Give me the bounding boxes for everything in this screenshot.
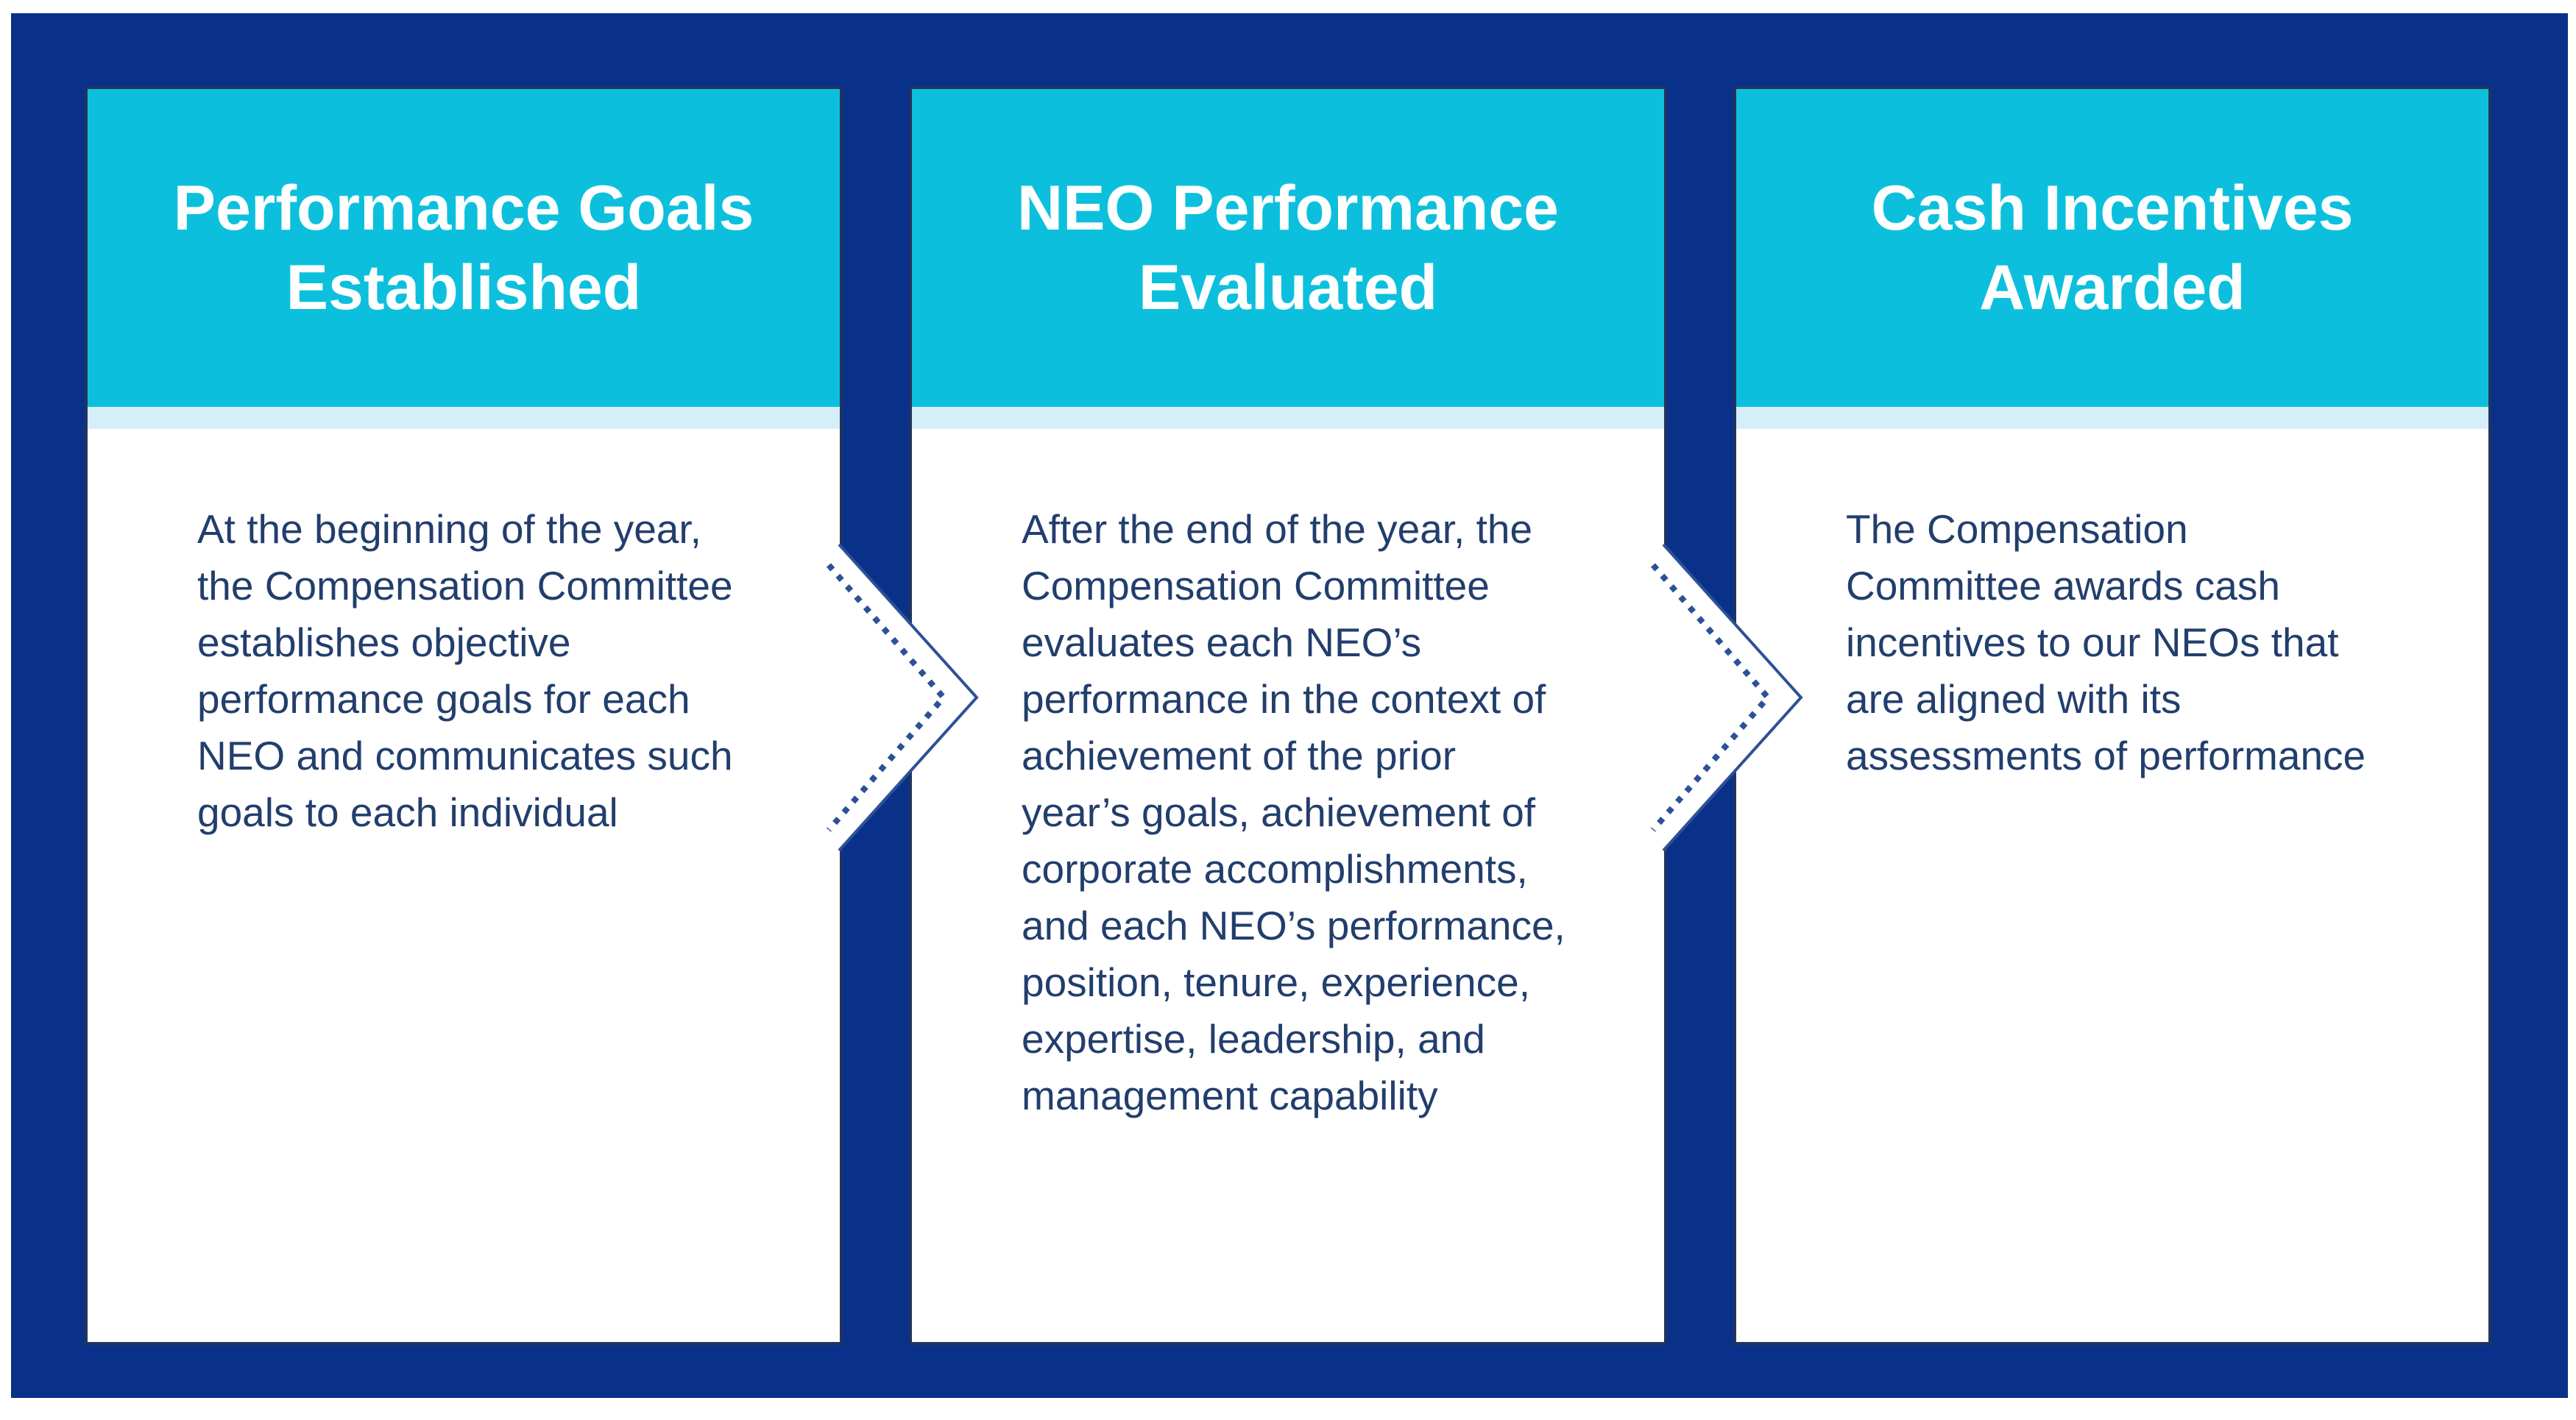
chevron-solid-outline (1662, 543, 1803, 852)
step-card-neo-performance-evaluated: NEO Performance Evaluated After the end … (909, 86, 1667, 1345)
step-description: At the beginning of the year, the Compen… (197, 506, 733, 835)
chevron-right-icon (1650, 543, 1803, 852)
chevron-dotted-line (1650, 563, 1772, 832)
header-accent-band (912, 407, 1664, 429)
header-accent-band (88, 407, 840, 429)
step-card-cash-incentives-awarded: Cash Incentives Awarded The Compensation… (1733, 86, 2491, 1345)
chevron-white-fill (839, 544, 977, 851)
step-description: After the end of the year, the Compensat… (1022, 506, 1565, 1118)
step-card-header: Cash Incentives Awarded (1736, 89, 2488, 407)
chevron-white-fill (1663, 544, 1801, 851)
step-title-line-1: Cash Incentives (1871, 173, 2354, 244)
step-card-performance-goals-established: Performance Goals Established At the beg… (85, 86, 843, 1345)
step-title-line-2: Established (286, 252, 642, 323)
header-accent-band (1736, 407, 2488, 429)
chevron-right-icon (826, 543, 979, 852)
step-card-header: NEO Performance Evaluated (912, 89, 1664, 407)
step-description: The Compensation Committee awards cash i… (1846, 506, 2366, 778)
step-title-line-2: Evaluated (1138, 252, 1438, 323)
chevron-solid-outline (838, 543, 979, 852)
step-title-line-1: NEO Performance (1016, 173, 1560, 244)
step-title-line-2: Awarded (1979, 252, 2246, 323)
step-card-header: Performance Goals Established (88, 89, 840, 407)
chevron-dotted-line (826, 563, 948, 832)
step-title-line-1: Performance Goals (173, 173, 754, 244)
